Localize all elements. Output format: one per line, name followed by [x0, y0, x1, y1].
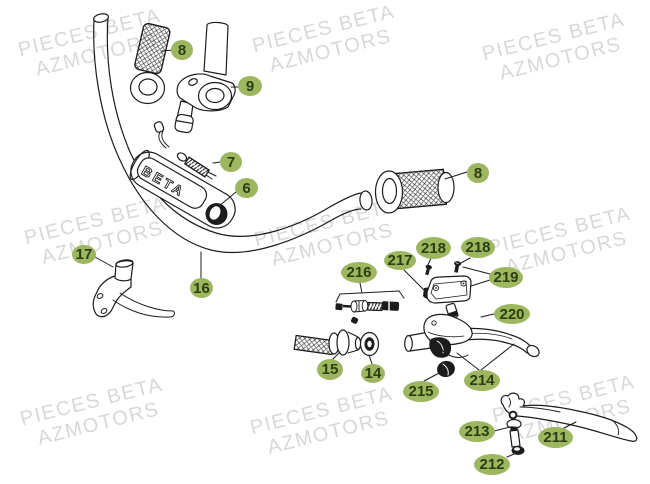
clutch-lever-drawing — [500, 392, 638, 455]
bracket-drawing — [92, 259, 175, 318]
callout-handlebar[interactable]: 16 — [190, 278, 213, 298]
callout-master-cylinder[interactable]: 220 — [494, 304, 530, 324]
throttle-tube-drawing — [293, 329, 380, 357]
callout-cable-adjuster[interactable]: 7 — [220, 152, 242, 172]
callout-cover-screws[interactable]: 219 — [489, 267, 523, 288]
callout-brake-lever[interactable]: 214 — [464, 370, 500, 391]
cable-kit-drawing — [335, 290, 405, 324]
callout-reservoir-cover[interactable]: 217 — [384, 251, 416, 270]
boot-drawing — [437, 360, 455, 378]
callout-throttle-housing[interactable]: 9 — [238, 76, 262, 96]
left-grip-drawing — [129, 23, 171, 105]
cover-screw-b — [454, 261, 462, 273]
callout-washer[interactable]: 14 — [361, 364, 385, 383]
reservoir-cover-drawing — [423, 261, 472, 304]
cable-adjuster-drawing — [153, 121, 217, 180]
callout-pivot-screw[interactable]: 212 — [474, 454, 510, 475]
callout-screw-b[interactable]: 218 — [461, 237, 495, 258]
leader-lines — [94, 49, 577, 458]
throttle-assembly-drawing — [174, 21, 236, 134]
washer-drawing — [359, 331, 380, 357]
callout-cable-kit[interactable]: 216 — [341, 262, 377, 283]
callout-tube[interactable]: 15 — [317, 359, 343, 380]
callout-bracket[interactable]: 17 — [72, 245, 96, 264]
handlebar-pad-drawing: BETA — [129, 149, 236, 229]
callout-screw-a[interactable]: 218 — [416, 237, 451, 259]
callout-grip-left[interactable]: 8 — [171, 40, 193, 60]
callout-handlebar-pad[interactable]: 6 — [235, 178, 258, 198]
callout-clutch-lever[interactable]: 211 — [538, 427, 573, 448]
callout-boot[interactable]: 215 — [403, 381, 439, 402]
callout-grip-right[interactable]: 8 — [467, 163, 489, 183]
handlebar-drawing — [93, 13, 373, 254]
right-grip-drawing — [374, 168, 455, 214]
master-cylinder-drawing — [404, 302, 540, 378]
callout-lever-pivot[interactable]: 213 — [459, 421, 495, 442]
